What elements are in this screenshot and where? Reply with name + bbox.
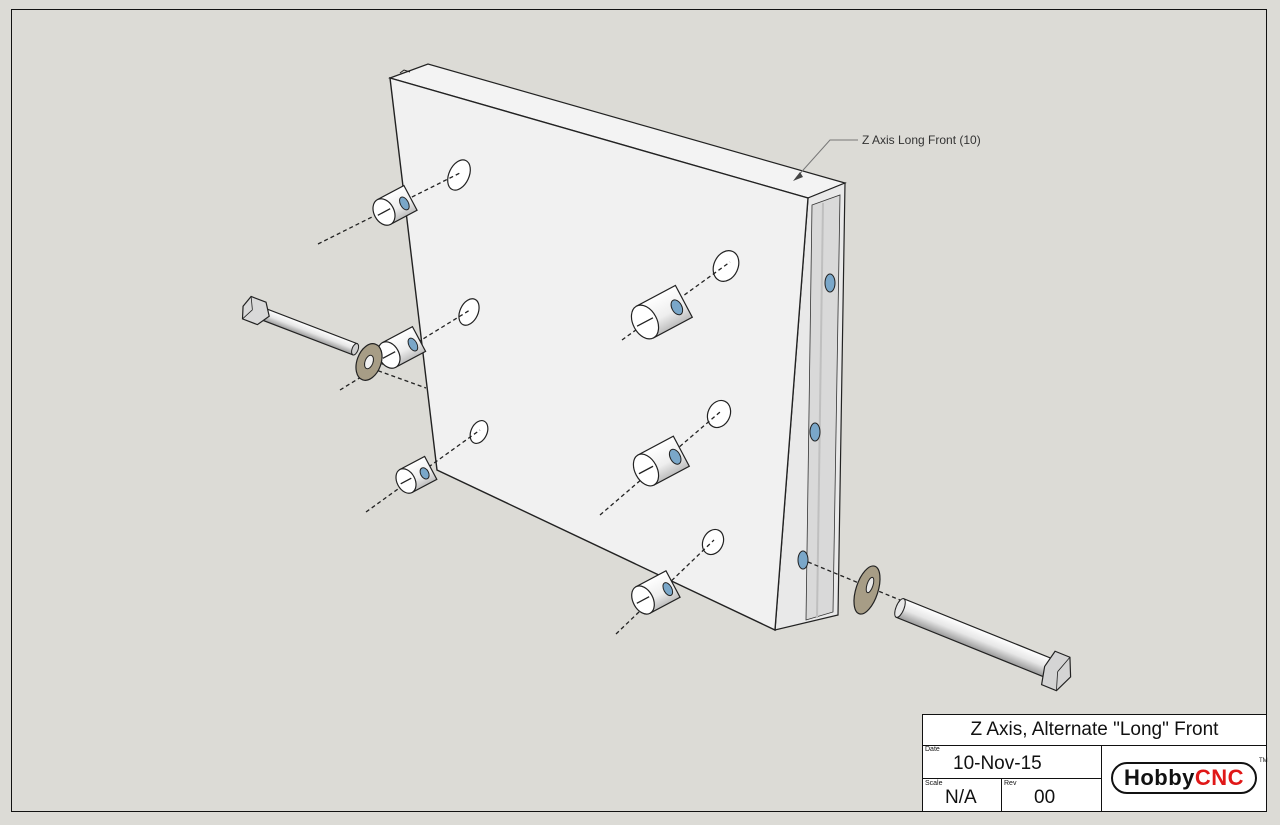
logo-pill: HobbyCNC xyxy=(1111,762,1257,794)
right-bolt xyxy=(894,597,1072,692)
rev-label: Rev xyxy=(1004,780,1017,787)
edge-hole-2 xyxy=(809,422,821,442)
date-value: 10-Nov-15 xyxy=(953,753,1042,774)
plate-front-face xyxy=(389,77,809,632)
dowel-pin-2 xyxy=(377,325,427,369)
hole-1 xyxy=(447,159,471,191)
plate-notch xyxy=(399,69,411,74)
dowel-pin-6 xyxy=(631,569,681,615)
hole-6 xyxy=(701,528,725,556)
rev-value: 00 xyxy=(1034,787,1056,808)
callout-arrow xyxy=(793,172,803,181)
scale-cell: Scale N/A xyxy=(923,779,1002,812)
title-block: Z Axis, Alternate "Long" Front Date 10-N… xyxy=(922,714,1268,812)
scale-value: N/A xyxy=(945,787,977,808)
right-washer xyxy=(853,565,881,615)
scale-label: Scale xyxy=(925,780,943,787)
groove-highlight xyxy=(816,202,824,619)
rev-cell: Rev 00 xyxy=(1002,779,1102,812)
date-label: Date xyxy=(925,746,940,753)
part-callout: Z Axis Long Front (10) xyxy=(793,133,981,181)
edge-hole-3 xyxy=(797,550,809,570)
hole-3 xyxy=(469,420,489,444)
logo-trademark: TM xyxy=(1259,758,1268,764)
hole-2 xyxy=(458,298,480,326)
drawing-title: Z Axis, Alternate "Long" Front xyxy=(923,715,1266,746)
hole-5 xyxy=(706,399,732,429)
dowel-pin-1 xyxy=(372,184,418,226)
hole-4 xyxy=(712,250,740,282)
callout-leader xyxy=(795,139,858,179)
front-plate xyxy=(388,63,847,632)
logo-text-hobby: Hobby xyxy=(1123,765,1195,790)
plate-groove xyxy=(805,194,841,621)
company-logo: HobbyCNC TM xyxy=(1103,746,1268,812)
logo-text-cnc: CNC xyxy=(1194,765,1245,790)
callout-label: Z Axis Long Front (10) xyxy=(862,133,981,147)
drawing-border xyxy=(11,9,1267,812)
edge-hole-1 xyxy=(824,273,836,293)
left-bolt xyxy=(241,295,360,356)
date-cell: Date 10-Nov-15 xyxy=(923,745,1102,779)
dowel-pin-3 xyxy=(395,455,438,494)
left-bolt-head xyxy=(241,295,270,326)
dowel-pin-5 xyxy=(632,435,691,487)
face-holes xyxy=(447,159,740,556)
dowel-pin-4 xyxy=(630,284,694,340)
left-washer xyxy=(355,343,383,381)
